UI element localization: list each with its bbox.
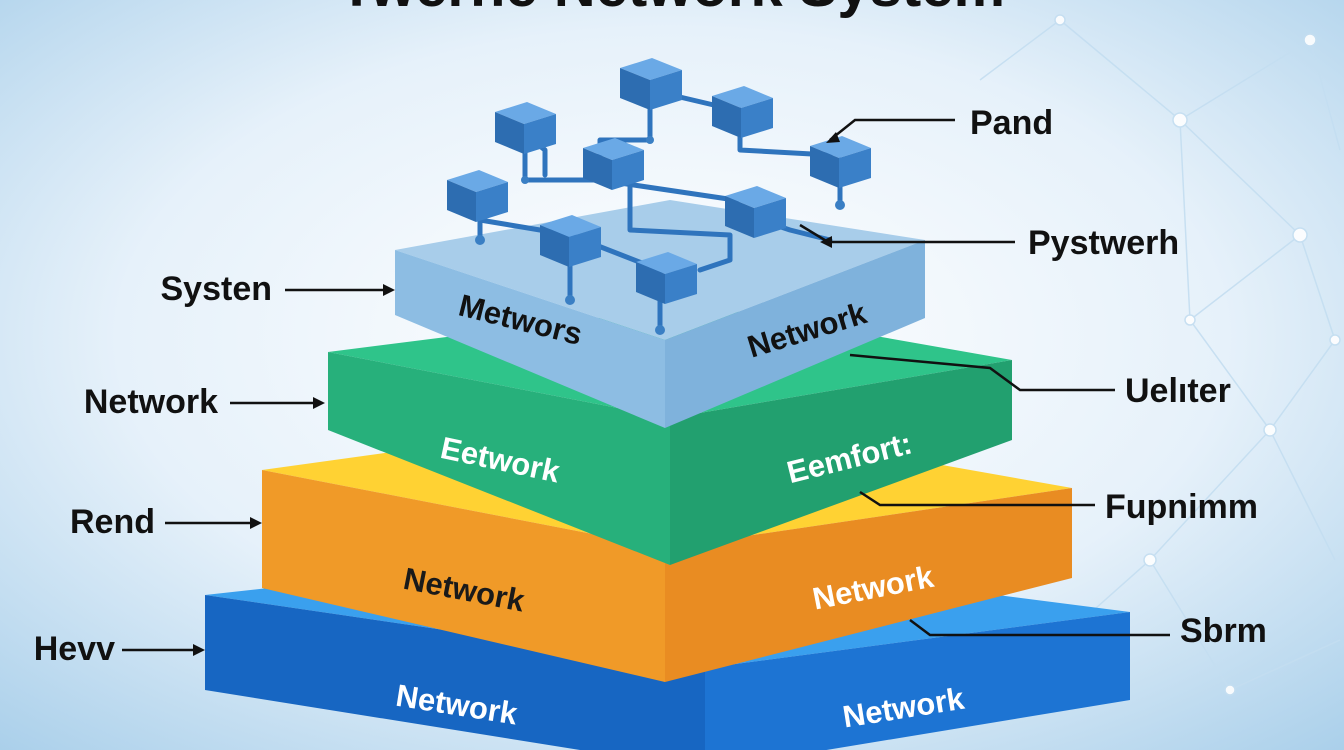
label-right-pystwerh: Pystwerh [1028,224,1179,262]
node-3 [712,86,773,138]
label-left-systen: Systen [161,270,273,308]
label-right-pand: Pand [970,104,1053,142]
node-pins [475,136,845,335]
label-right-fupnimm: Fupnimm [1105,488,1258,526]
background-mesh [979,14,1341,696]
network-nodes [447,58,871,335]
label-right-uelter: Uelıter [1125,372,1231,410]
diagram-title: Twerhe Network System [339,0,1005,19]
label-left-rend: Rend [70,503,155,541]
right-callouts [799,118,1170,637]
node-6 [447,170,508,222]
label-right-sbrm: Sbrm [1180,612,1267,650]
node-8 [540,215,601,267]
right-callout-arrows [820,132,840,248]
node-7 [725,186,786,238]
node-2 [495,102,556,154]
label-left-network: Network [84,383,218,421]
left-callouts [122,284,395,656]
node-9 [636,252,697,304]
node-4 [810,136,871,188]
label-left-hevv: Hevv [34,630,115,668]
node-5 [583,138,644,190]
node-1 [620,58,682,110]
